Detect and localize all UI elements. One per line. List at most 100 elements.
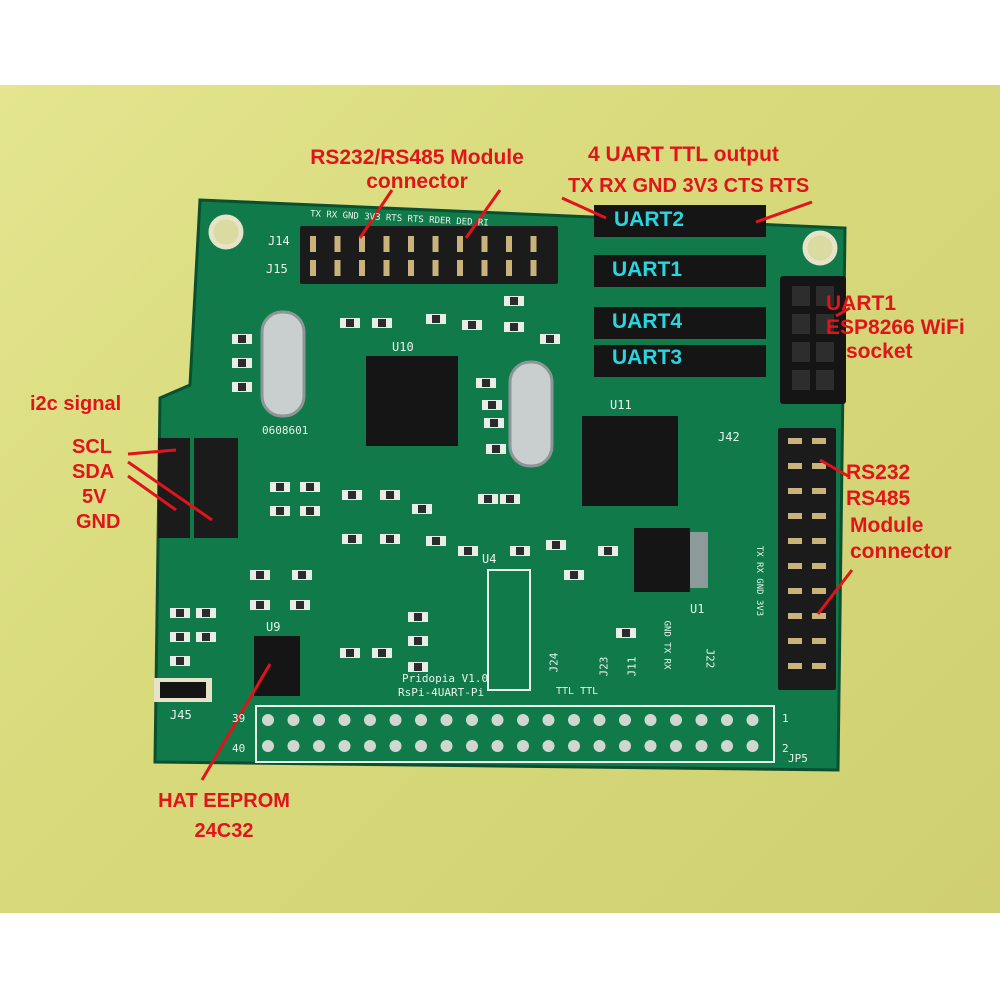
uart-ttl-title: 4 UART TTL output — [588, 143, 779, 166]
smd-part — [378, 649, 386, 657]
silk-j24: J24 — [547, 652, 561, 673]
smd-part — [490, 419, 498, 427]
gpio-pad — [466, 740, 478, 752]
header-pin — [359, 236, 365, 252]
crystal-y1 — [508, 360, 554, 468]
smd-part — [484, 495, 492, 503]
header-pin — [812, 538, 826, 544]
smd-part — [552, 541, 560, 549]
silk-pin40: 40 — [232, 742, 246, 755]
gpio-pad — [389, 740, 402, 752]
smd-part — [506, 495, 514, 503]
esp-line2: ESP8266 WiFi — [826, 316, 965, 340]
gpio-pad — [287, 740, 300, 752]
smd-part — [306, 507, 314, 515]
header-pin — [408, 236, 414, 252]
i2c-gnd-label: GND — [76, 511, 121, 533]
smd-part — [386, 535, 394, 543]
gpio-pad — [440, 740, 453, 752]
smd-part — [414, 613, 422, 621]
header-pin — [812, 463, 826, 469]
gpio-pad — [721, 714, 733, 726]
gpio-pad — [517, 714, 529, 726]
smd-part — [488, 401, 496, 409]
silk-j23: J23 — [597, 656, 611, 677]
i2c-5v-label: 5V — [82, 486, 107, 508]
silk-j22: J22 — [703, 648, 717, 669]
smd-part — [238, 335, 246, 343]
header-pin — [788, 538, 802, 544]
smd-part — [176, 609, 184, 617]
smd-part — [468, 321, 476, 329]
gpio-pad — [593, 740, 606, 752]
silk-code: 0608601 — [262, 424, 309, 437]
smd-part — [432, 537, 440, 545]
header-pin — [788, 513, 802, 519]
gpio-pad — [364, 740, 376, 752]
gpio-pad — [670, 740, 682, 752]
smd-part — [414, 663, 422, 671]
header-pin — [530, 236, 537, 252]
rs232-rs485-module-header — [300, 226, 558, 284]
header-pin — [788, 663, 802, 669]
smd-part — [238, 359, 246, 367]
header-pin — [383, 236, 390, 252]
ic-u10 — [366, 356, 458, 446]
smd-part — [296, 601, 304, 609]
smd-part — [482, 379, 490, 387]
smd-part — [432, 315, 440, 323]
uart-ttl-sockets — [594, 205, 766, 377]
esp-annotation: UART1 ESP8266 WiFi socket — [826, 292, 965, 364]
gpio-pad — [746, 740, 759, 752]
gpio-pad — [721, 740, 733, 752]
gpio-pad — [466, 714, 478, 726]
i2c-pin-labels: SCL SDA 5V GND — [72, 435, 120, 535]
header-pin — [788, 438, 802, 444]
silk-pridopia-l1: Pridopia V1.0 — [402, 672, 489, 685]
silk-pin39: 39 — [232, 712, 246, 725]
smd-part — [298, 571, 306, 579]
smd-part — [346, 319, 354, 327]
crystal-y2 — [260, 310, 306, 418]
silk-j15: J15 — [266, 262, 288, 276]
header-pin — [457, 260, 463, 276]
smd-part — [570, 571, 578, 579]
smd-components — [170, 296, 636, 672]
gpio-pad — [262, 714, 274, 726]
header-pin — [408, 260, 414, 276]
silk-j42: J42 — [718, 430, 740, 444]
header-pin — [432, 260, 439, 276]
header-pin — [812, 488, 826, 494]
esp-line1: UART1 — [826, 292, 897, 315]
header-pin — [334, 260, 341, 276]
smd-part — [510, 323, 518, 331]
header-pin — [788, 588, 802, 594]
uart3-label: UART3 — [612, 346, 683, 369]
header-pin — [481, 260, 488, 276]
rs-line1: RS232 — [846, 461, 911, 484]
uart2-label: UART2 — [614, 208, 685, 231]
i2c-title: i2c signal — [30, 393, 122, 415]
smd-part — [176, 633, 184, 641]
gpio-pad — [517, 740, 529, 752]
smd-part — [464, 547, 472, 555]
smd-part — [378, 319, 386, 327]
mounting-hole — [802, 230, 838, 266]
header-pin — [310, 236, 316, 252]
silk-u4: U4 — [482, 552, 497, 566]
smd-part — [276, 483, 284, 491]
eeprom-line1: HAT EEPROM — [158, 790, 290, 812]
annotation-arrows — [127, 189, 854, 781]
silk-ttl: TTL TTL — [556, 686, 599, 697]
gpio-pad — [440, 714, 453, 726]
header-pin — [812, 513, 826, 519]
silk-j22-pins: TX RX GND 3V3 — [754, 545, 765, 617]
gpio-pad — [415, 740, 427, 752]
header-pin — [432, 236, 439, 252]
smd-part — [202, 609, 210, 617]
rs-line4: connector — [850, 539, 952, 563]
silk-j14: J14 — [268, 234, 290, 248]
header-pin — [481, 236, 488, 252]
smd-part — [516, 547, 524, 555]
silk-jp5: JP5 — [788, 752, 808, 765]
